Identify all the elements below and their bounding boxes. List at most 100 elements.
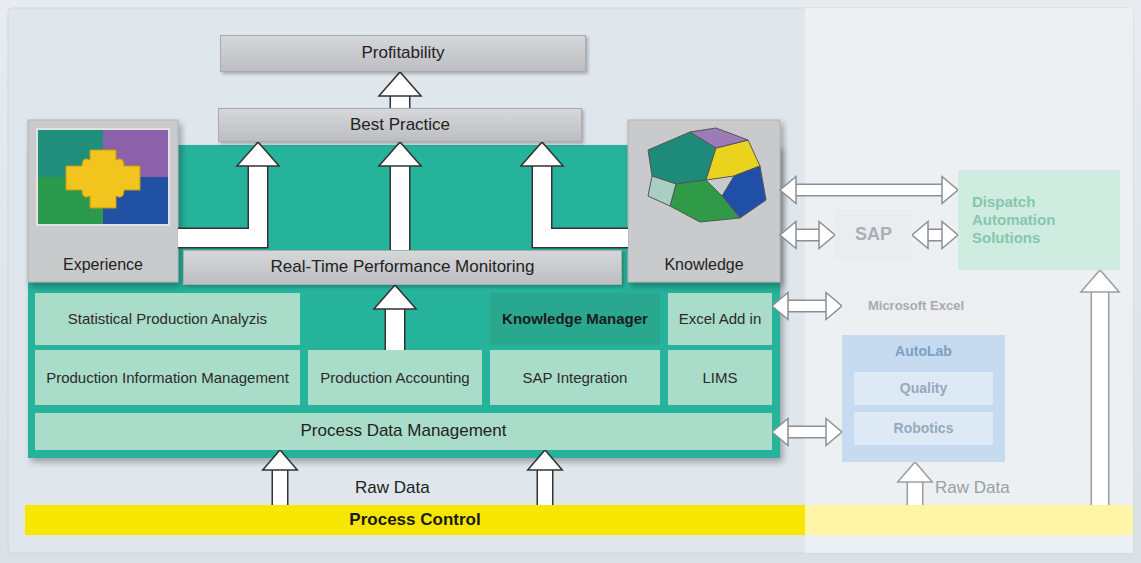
module-box: Knowledge Manager (490, 293, 660, 345)
arrow-body (178, 165, 258, 238)
external-system-box: Dispatch Automation Solutions (958, 170, 1120, 270)
arrow-outline (927, 229, 943, 242)
module-box: Production Accounting (308, 350, 482, 405)
block-arrow (178, 142, 279, 238)
node-text: Quality (900, 380, 947, 397)
block-arrow (898, 462, 933, 505)
node-text: Process Data Management (301, 421, 507, 441)
module-box: LIMS (668, 350, 772, 405)
block-arrow (374, 285, 416, 350)
arrow-head (826, 293, 842, 320)
arrow-outline (537, 469, 554, 505)
block-arrow (780, 177, 958, 204)
control-band: Process Control (25, 505, 1133, 535)
arrow-head (772, 419, 788, 446)
arrow-head (772, 293, 788, 320)
block-arrow (1081, 270, 1119, 505)
arrow-body (273, 469, 287, 505)
arrow-body (538, 469, 552, 505)
arrow-head (942, 222, 958, 249)
lab-module-box: Robotics (854, 412, 993, 445)
node-text: Production Information Management (46, 369, 289, 387)
teal-panel (28, 145, 780, 458)
module-box: Production Information Management (35, 350, 300, 405)
arrow-outline (787, 426, 827, 439)
experience-tile (28, 120, 178, 282)
external-system-box: SAP (835, 210, 912, 260)
arrow-head (263, 450, 298, 470)
arrow-body (391, 95, 409, 108)
arrow-head (819, 222, 835, 249)
arrow-outline (1091, 291, 1110, 505)
node-text: Knowledge (664, 255, 743, 274)
arrow-head (374, 285, 416, 309)
monitoring-box: Real-Time Performance Monitoring (183, 250, 622, 285)
block-arrow (528, 450, 563, 505)
node-text: LIMS (702, 369, 737, 387)
faded-region (805, 8, 1133, 553)
knowledge-tile: Knowledge (628, 120, 780, 282)
arrow-outline (542, 165, 628, 238)
node-text: Real-Time Performance Monitoring (271, 257, 535, 277)
arrow-head (912, 222, 928, 249)
arrow-body (787, 301, 827, 311)
signal-label: Raw Data (355, 478, 430, 498)
node-text: Process Control (349, 510, 480, 530)
arrow-body (795, 230, 820, 240)
arrow-body (787, 427, 827, 437)
node-text: Excel Add in (679, 310, 762, 328)
experience-puzzle (36, 128, 170, 226)
arrow-body (386, 308, 404, 350)
arrow-head (528, 450, 563, 470)
arrow-head (237, 142, 279, 166)
arrow-head (898, 462, 933, 482)
arrow-head (379, 72, 421, 96)
node-text: AutoLab (895, 343, 952, 360)
arrow-head (942, 177, 958, 204)
node-text: Best Practice (350, 115, 450, 135)
data-management-band: Process Data Management (35, 413, 772, 450)
block-arrow (780, 222, 835, 249)
arrow-body (908, 481, 922, 505)
block-arrow (912, 222, 958, 249)
arrow-head (1081, 270, 1119, 292)
arrow-outline (178, 165, 258, 238)
block-arrow (263, 450, 298, 505)
arrow-body (927, 230, 943, 240)
node-text: SAP (855, 224, 892, 246)
module-box: Excel Add in (668, 293, 772, 345)
arrow-outline (390, 95, 411, 108)
knowledge-tile (628, 120, 780, 282)
knowledge-map-puzzle (636, 128, 772, 226)
arrow-outline (385, 308, 406, 350)
arrow-body (795, 185, 943, 195)
node-text: Statistical Production Analyzis (68, 310, 267, 328)
arrow-outline (272, 469, 289, 505)
block-arrow (379, 142, 421, 250)
page-frame (8, 8, 1133, 553)
node-text: SAP Integration (523, 369, 628, 387)
arrow-head (826, 419, 842, 446)
arrow-outline (795, 229, 820, 242)
arrow-head (780, 177, 796, 204)
block-arrow (521, 142, 628, 238)
arrow-outline (390, 165, 411, 250)
module-box: Statistical Production Analyzis (35, 293, 300, 345)
node-text: Experience (63, 255, 143, 274)
practice-box: Best Practice (218, 108, 582, 142)
block-arrow (772, 419, 842, 446)
arrow-head (521, 142, 563, 166)
node-text: Profitability (361, 43, 444, 63)
arrow-head (780, 222, 796, 249)
lab-module-box: Quality (854, 372, 993, 405)
block-arrow (379, 72, 421, 108)
external-system-box: Microsoft Excel (842, 292, 990, 320)
arrow-body (542, 165, 628, 238)
node-text: Microsoft Excel (868, 298, 964, 314)
arrow-body (1092, 291, 1108, 505)
node-text: Knowledge Manager (502, 310, 648, 328)
arrow-head (379, 142, 421, 166)
block-arrow (772, 293, 842, 320)
